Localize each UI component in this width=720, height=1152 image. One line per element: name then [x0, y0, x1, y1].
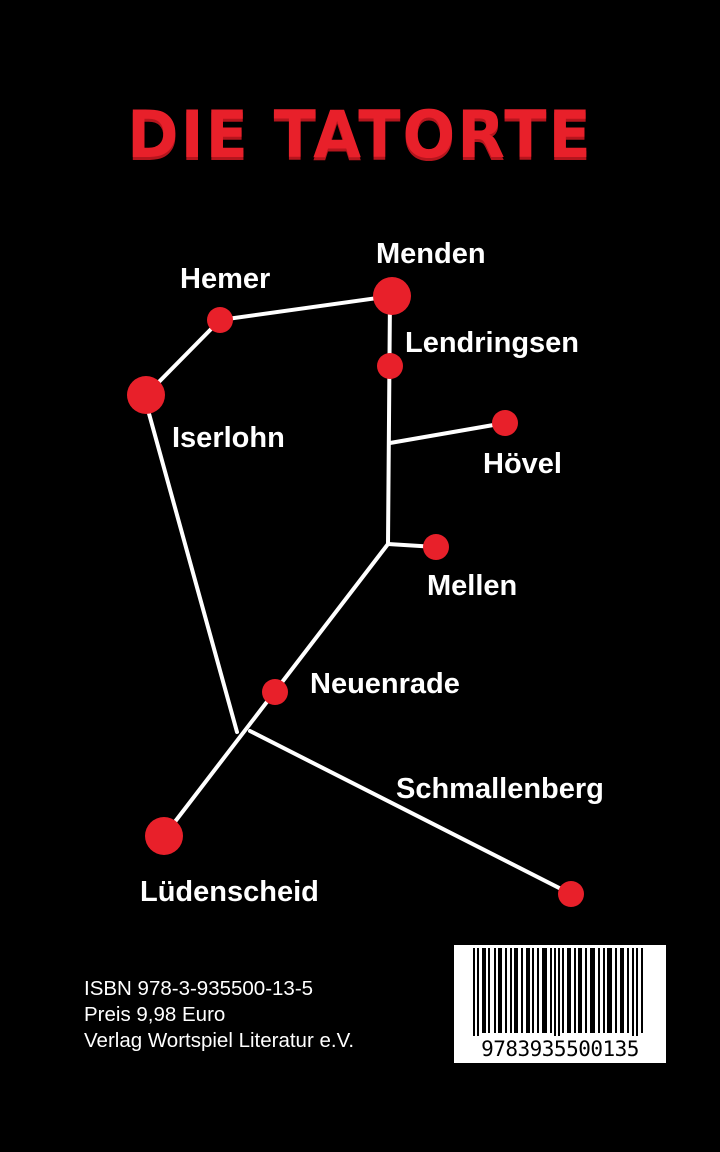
publisher-text: Verlag Wortspiel Literatur e.V.	[84, 1029, 355, 1052]
book-info: ISBN 978-3-935500-13-5 Preis 9,98 Euro V…	[84, 976, 354, 1054]
price-text: Preis 9,98 Euro	[84, 1003, 226, 1026]
label-luedenscheid: Lüdenscheid	[140, 876, 319, 908]
label-neuenrade: Neuenrade	[310, 668, 460, 700]
label-hemer: Hemer	[180, 263, 271, 295]
dot-mellen	[423, 534, 449, 560]
barcode: 9783935500135	[454, 945, 666, 1063]
dot-menden	[373, 277, 411, 315]
cover-title: DIE TATORTE	[127, 96, 593, 173]
label-lendringsen: Lendringsen	[405, 327, 580, 359]
dot-lendringsen	[377, 353, 403, 379]
label-menden: Menden	[376, 238, 486, 270]
dot-hemer	[207, 307, 233, 333]
label-iserlohn: Iserlohn	[172, 422, 285, 454]
dot-hoevel	[492, 410, 518, 436]
crime-scene-map	[127, 277, 584, 907]
location-dots	[127, 277, 584, 907]
dot-schmallenberg	[558, 881, 584, 907]
dot-iserlohn	[127, 376, 165, 414]
label-schmallenberg: Schmallenberg	[396, 773, 604, 805]
dot-neuenrade	[262, 679, 288, 705]
barcode-number: 9783935500135	[481, 1037, 639, 1061]
barcode-bars-icon	[473, 948, 643, 1036]
isbn-text: ISBN 978-3-935500-13-5	[84, 977, 314, 1000]
dot-luedenscheid	[145, 817, 183, 855]
label-hoevel: Hövel	[483, 448, 562, 480]
label-mellen: Mellen	[427, 570, 518, 602]
